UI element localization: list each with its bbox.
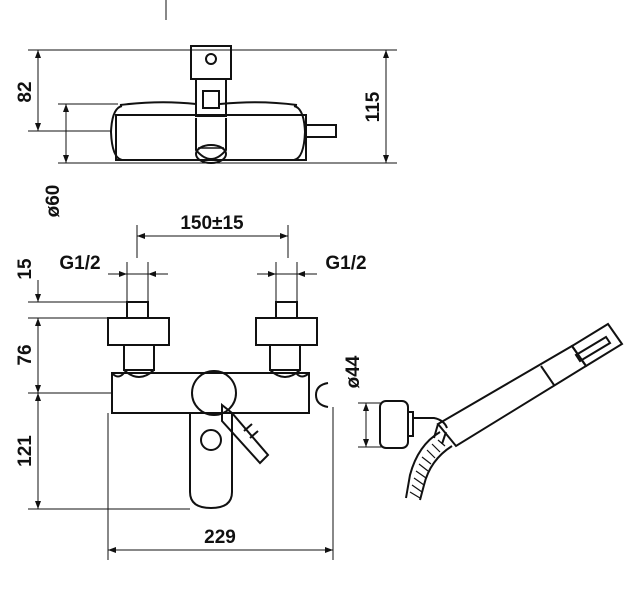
wall-holder: [379, 400, 409, 449]
arrow-head: [35, 385, 41, 393]
arrow-head: [325, 547, 333, 553]
arrow-head: [363, 439, 369, 447]
arrow-head: [383, 155, 389, 163]
dim-44-label: ø44: [343, 355, 364, 388]
dim-115-label: 115: [363, 91, 384, 122]
left-connector-nut: [126, 301, 149, 319]
dim-229-label: 229: [204, 527, 236, 548]
holder-joint: [407, 411, 414, 437]
stem-window: [202, 90, 220, 109]
arrow-head: [35, 50, 41, 58]
front-view: 150±15 G1/2 G1/2 15 76 121: [15, 213, 367, 560]
hose-ribs: [409, 439, 446, 499]
arrow-head: [63, 155, 69, 163]
left-eccentric: [123, 344, 155, 371]
top-stem: [195, 78, 227, 117]
arrow-head: [35, 393, 41, 401]
arrow-head: [383, 50, 389, 58]
head-slot: [574, 335, 612, 363]
head-seam: [540, 365, 555, 386]
top-body: [115, 114, 307, 161]
front-body: [111, 372, 310, 414]
thread-left-label: G1/2: [59, 253, 100, 274]
lever-mark: [243, 423, 253, 432]
holder-arm: [413, 417, 448, 429]
top-knob: [190, 45, 232, 80]
dim-121-label: 121: [15, 435, 36, 467]
arrow-head: [35, 123, 41, 131]
arrow-head: [363, 403, 369, 411]
body-top-details: [111, 372, 310, 378]
lever-mark: [249, 430, 259, 439]
hose-right-edge: [419, 445, 453, 501]
thread-right-label: G1/2: [325, 253, 366, 274]
hand-shower-view: ø44: [343, 322, 624, 501]
arrow-head: [108, 547, 116, 553]
arrow-head: [35, 294, 41, 302]
body-top-edge: [119, 101, 298, 106]
spout-aerator: [195, 144, 227, 164]
right-eccentric: [269, 344, 301, 371]
dim-150-label: 150±15: [180, 213, 244, 234]
dim-82-label: 82: [15, 81, 36, 102]
spout-hole: [200, 429, 222, 451]
dim-15-label: 15: [15, 258, 36, 280]
dim-76-label: 76: [15, 344, 36, 365]
knob-dot: [205, 53, 217, 65]
dim-60-label: ø60: [43, 185, 64, 218]
right-connector-nut: [275, 301, 298, 319]
hose-hook: [314, 382, 329, 408]
right-flange-cap: [255, 317, 318, 346]
arrow-head: [35, 501, 41, 509]
top-view: 82 ø60 115: [15, 45, 397, 218]
shower-handle: [436, 344, 588, 448]
mixer-lever: [221, 402, 270, 465]
arrow-head: [297, 271, 305, 277]
arrow-head: [268, 271, 276, 277]
arrow-head: [63, 104, 69, 112]
hose-connector: [433, 423, 447, 445]
arrow-head: [119, 271, 127, 277]
mixer-knob: [191, 370, 237, 416]
arrow-head: [137, 233, 145, 239]
left-flange-cap: [107, 317, 170, 346]
top-lever: [305, 124, 337, 138]
arrow-head: [280, 233, 288, 239]
spout: [195, 118, 227, 160]
front-spout: [189, 413, 233, 510]
arrow-head: [148, 271, 156, 277]
